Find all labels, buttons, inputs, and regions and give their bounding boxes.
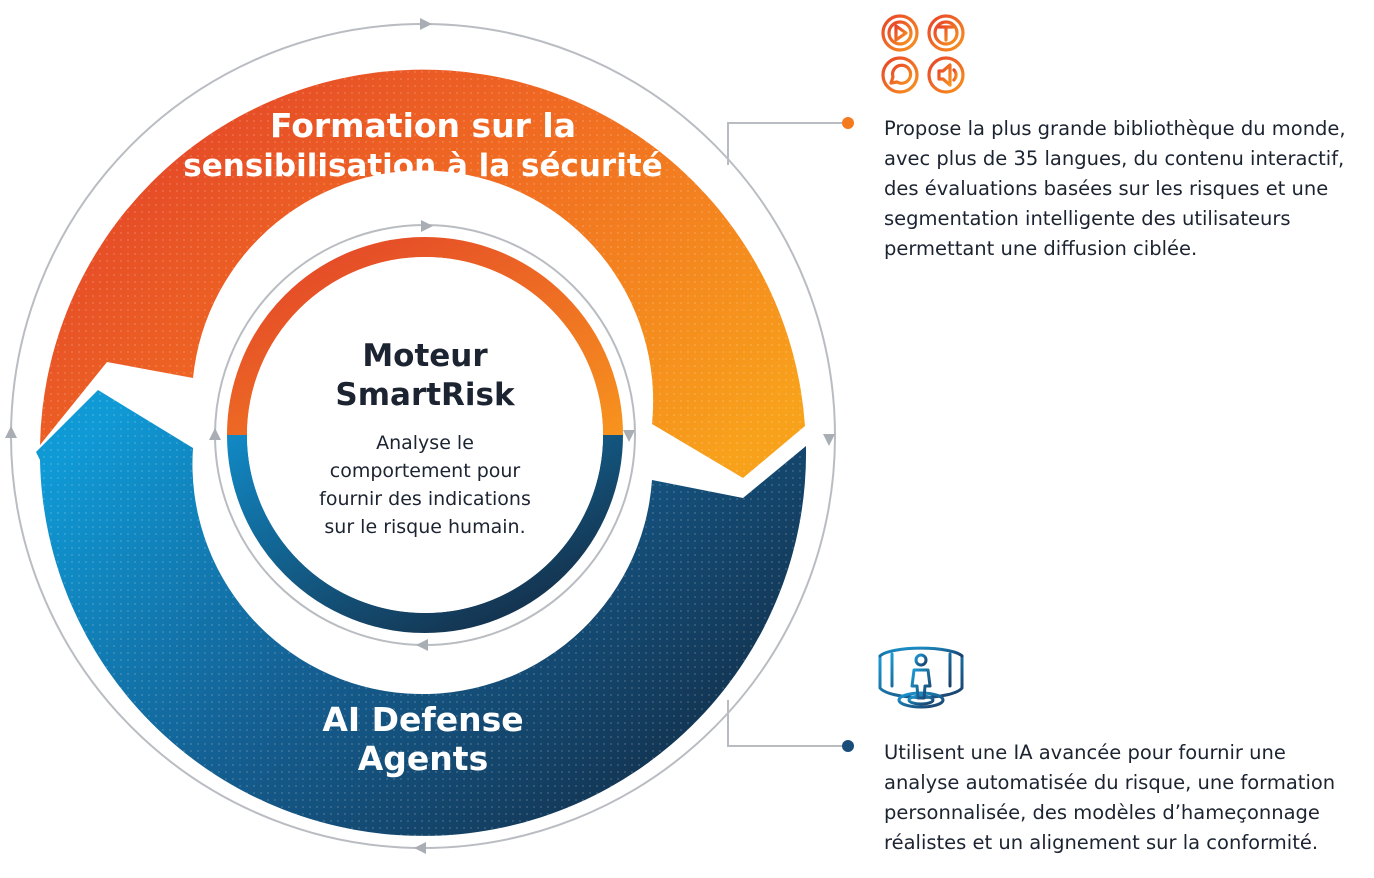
text-t-circle-icon bbox=[927, 14, 965, 52]
inner-arrow-left-icon bbox=[209, 428, 221, 440]
engine-title-line-2: SmartRisk bbox=[335, 377, 516, 413]
play-circle-icon bbox=[881, 14, 919, 52]
inner-orange-arc bbox=[227, 237, 623, 436]
inner-arrow-right-icon bbox=[623, 430, 635, 442]
ai-agent-scanner-icon bbox=[878, 646, 964, 709]
center-disc bbox=[247, 257, 603, 613]
training-callout-text: Propose la plus grande bibliothèque du m… bbox=[884, 117, 1346, 260]
inner-blue-arc bbox=[227, 434, 623, 633]
training-label-line-2: sensibilisation à la sécurité bbox=[183, 148, 662, 184]
inner-track-arrows bbox=[209, 220, 635, 651]
engine-title-line-1: Moteur bbox=[362, 338, 488, 374]
speaker-circle-icon bbox=[927, 56, 965, 94]
agents-label-line-1: AI Defense bbox=[322, 700, 523, 739]
engine-desc-line-3: fournir des indications bbox=[319, 488, 531, 510]
connector-bottom bbox=[727, 700, 842, 747]
training-label-line-1: Formation sur la bbox=[270, 106, 576, 145]
callout-dot-orange bbox=[842, 117, 854, 129]
engine-desc-line-2: comportement pour bbox=[330, 460, 521, 482]
arrow-left-icon bbox=[5, 426, 17, 438]
blue-band-texture bbox=[36, 390, 807, 836]
callout-dot-navy bbox=[842, 740, 854, 752]
agents-label-line-2: Agents bbox=[358, 739, 488, 778]
callout-connectors bbox=[727, 122, 842, 747]
inner-arrow-bottom-icon bbox=[416, 639, 428, 651]
speech-bubble-circle-icon bbox=[881, 56, 919, 94]
engine-desc-line-4: sur le risque humain. bbox=[324, 516, 525, 538]
training-content-icons bbox=[881, 14, 965, 94]
engine-desc-line-1: Analyse le bbox=[376, 432, 474, 454]
connector-top bbox=[727, 122, 842, 165]
inner-arrow-top-icon bbox=[421, 220, 433, 232]
outer-track-arrows bbox=[5, 18, 835, 854]
arrow-bottom-icon bbox=[414, 842, 426, 854]
agents-callout-text: Utilisent une IA avancée pour fournir un… bbox=[884, 741, 1336, 854]
orange-band-texture bbox=[40, 69, 805, 478]
arrow-right-icon bbox=[823, 434, 835, 446]
arrow-top-icon bbox=[420, 18, 432, 30]
